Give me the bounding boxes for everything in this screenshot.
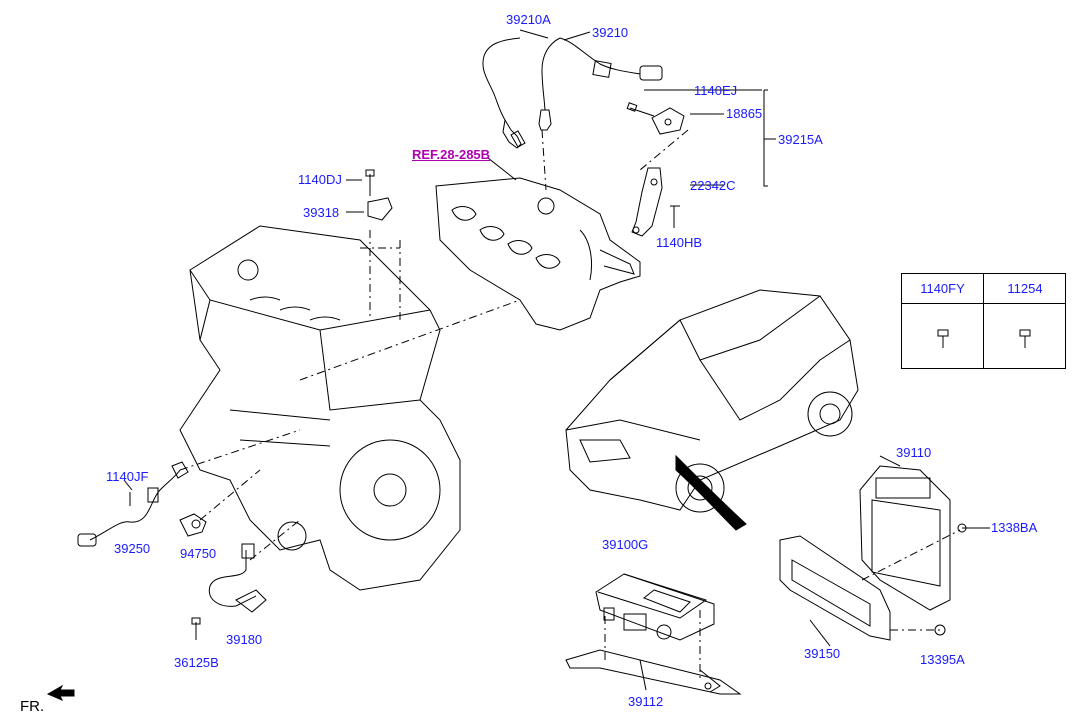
bracket-18865 <box>626 102 685 135</box>
label-39100g[interactable]: 39100G <box>602 537 649 552</box>
label-1140hb[interactable]: 1140HB <box>656 235 703 250</box>
front-arrow-icon <box>46 684 75 701</box>
label-1338ba[interactable]: 1338BA <box>991 520 1038 535</box>
label-13395a[interactable]: 13395A <box>920 652 965 667</box>
vehicle-illustration <box>565 289 859 531</box>
label-39210[interactable]: 39210 <box>592 25 629 40</box>
reference-link[interactable]: REF.28-285B <box>412 147 491 162</box>
bolt-icon-1140fy <box>937 329 949 348</box>
label-94750[interactable]: 94750 <box>180 546 217 561</box>
label-1140dj[interactable]: 1140DJ <box>298 172 342 187</box>
fastener-table: 1140FY 11254 <box>901 273 1066 369</box>
fastener-table-header-1[interactable]: 1140FY <box>902 274 984 304</box>
oxygen-sensor-rear <box>538 37 663 131</box>
label-39180[interactable]: 39180 <box>226 632 263 647</box>
label-36125b[interactable]: 36125B <box>174 655 219 670</box>
label-1140jf[interactable]: 1140JF <box>106 469 149 484</box>
label-39210a[interactable]: 39210A <box>506 12 551 27</box>
fastener-table-cell-1 <box>902 304 984 368</box>
bolt-icon-11254 <box>1019 329 1031 348</box>
crank-position-sensor-39180 <box>191 543 267 640</box>
bracket-22342c <box>631 167 680 237</box>
ecu-bracket-39150 <box>779 535 946 647</box>
label-1140ej[interactable]: 1140EJ <box>694 83 738 98</box>
oil-pressure-switch-94750 <box>179 513 207 537</box>
ecu-39110 <box>859 455 990 611</box>
label-39112[interactable]: 39112 <box>628 694 664 709</box>
label-22342c[interactable]: 22342C <box>690 178 736 193</box>
control-unit-39100g <box>595 573 715 641</box>
label-39150[interactable]: 39150 <box>804 646 841 661</box>
engine-block <box>179 225 461 591</box>
oxygen-sensor-front <box>482 37 526 149</box>
knock-sensor-39250 <box>77 461 189 547</box>
front-indicator: FR. <box>20 698 45 715</box>
label-18865[interactable]: 18865 <box>726 106 763 121</box>
guide-lines <box>179 129 961 680</box>
label-39318[interactable]: 39318 <box>303 205 340 220</box>
label-39250[interactable]: 39250 <box>114 541 151 556</box>
label-39110[interactable]: 39110 <box>896 445 932 460</box>
label-39215a[interactable]: 39215A <box>778 132 823 147</box>
fastener-table-header-2[interactable]: 11254 <box>984 274 1066 304</box>
fastener-table-cell-2 <box>984 304 1066 368</box>
mounting-bracket-39112 <box>565 649 742 695</box>
exhaust-manifold <box>435 157 641 331</box>
map-sensor-39318 <box>346 169 393 221</box>
